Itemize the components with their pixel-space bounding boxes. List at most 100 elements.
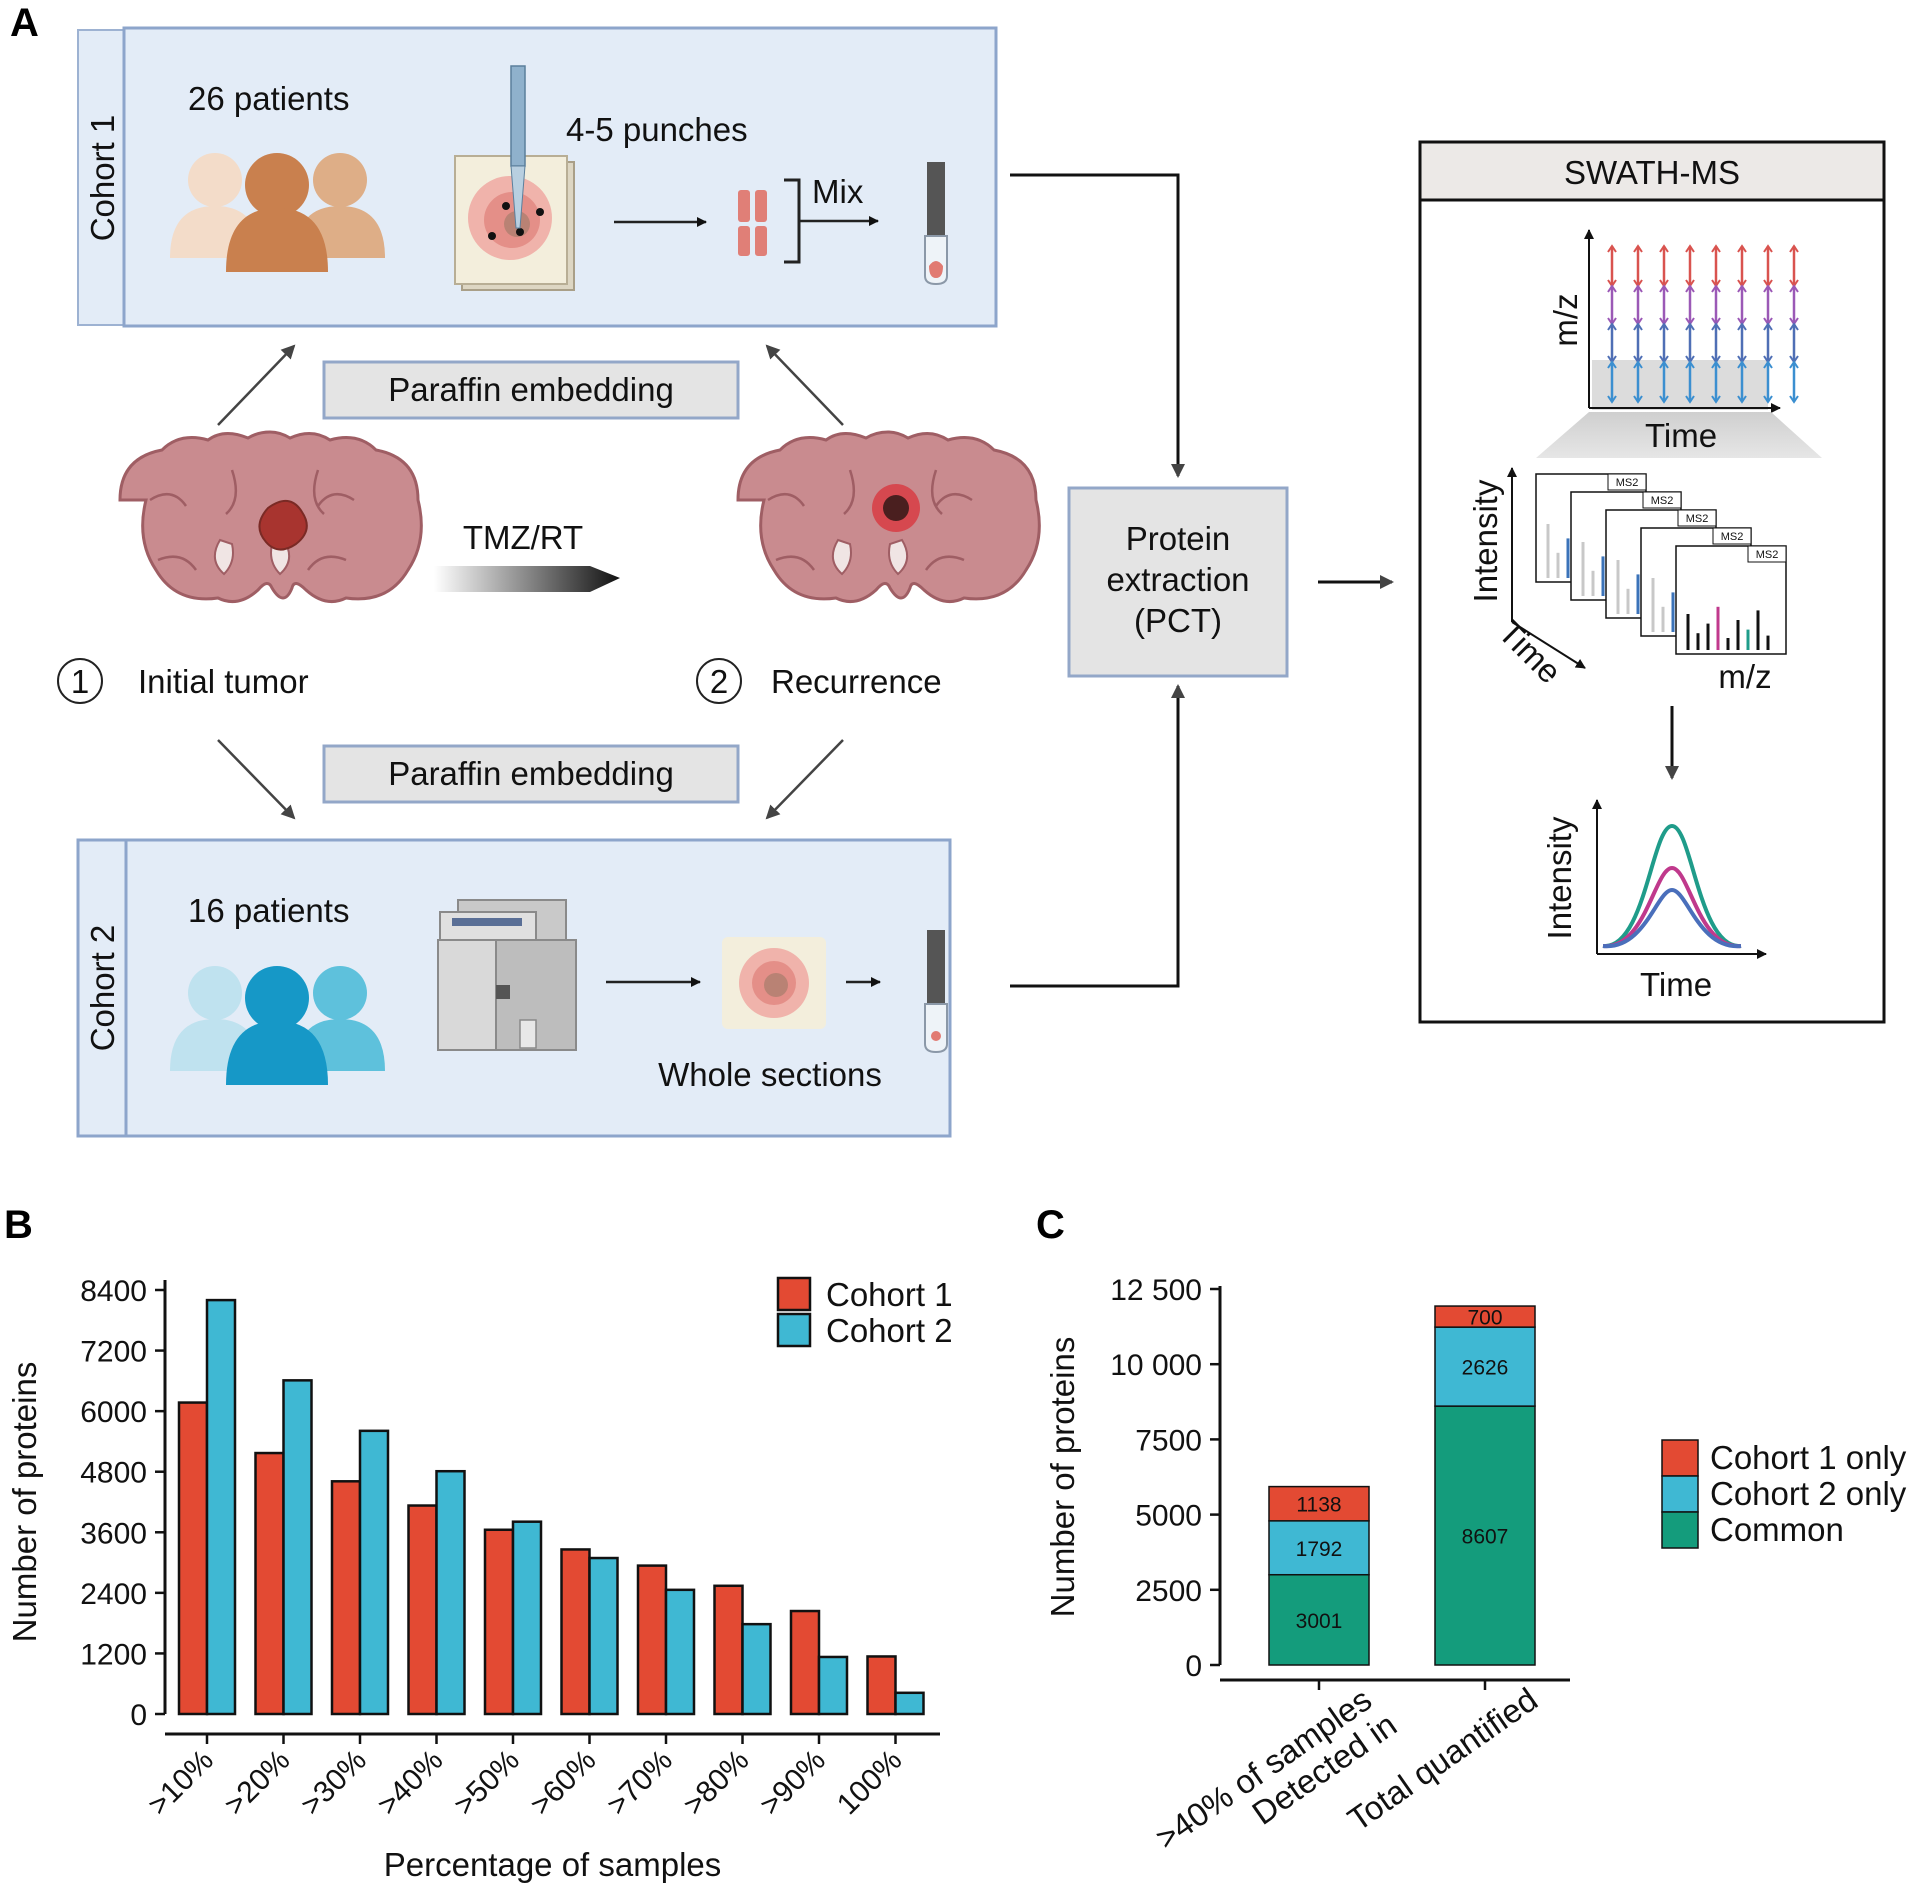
swath-mz-label: m/z [1547,293,1584,346]
chart-c-segment-label: 2626 [1462,1357,1509,1380]
cohort1-box: Cohort 1 26 patients 4-5 punches [77,26,998,328]
chart-b-x-tick-label: >30% [295,1744,373,1822]
swath-arrowhead [1789,395,1799,404]
chart-c-bar-segment [1434,1405,1536,1666]
chart-b-y-tick-label: 4800 [80,1457,147,1490]
chart-b-x-tick-label: 100% [831,1744,909,1822]
chart-c-legend-swatch [1661,1439,1699,1477]
swath-title: SWATH-MS [1564,154,1740,191]
chart-b-bar [560,1548,591,1716]
cohort2-patients: 16 patients [188,892,349,929]
cohort1-side-label: Cohort 1 [84,115,121,242]
microtome-icon [437,899,577,1051]
chart-c-legend-label: Cohort 2 only [1710,1475,1907,1512]
swath-arrowhead [1711,360,1721,369]
chart-c-y-tick-label: 10 000 [1110,1349,1202,1382]
ms2-tab [1712,527,1752,545]
swath-arrowhead [1607,284,1617,293]
chart-c-y-tick-label: 5000 [1135,1500,1202,1533]
chart-c-bar-segment [1434,1305,1536,1328]
swath-arrowhead [1607,322,1617,331]
chart-b-x-tick-label: >10% [142,1744,220,1822]
swath-window-plot: m/z Time [1536,229,1822,458]
mix-label: Mix [812,173,864,210]
ms2-tab [1607,473,1647,491]
swath-arrowhead [1659,395,1669,404]
ms2-tab-label: MS2 [1756,549,1779,561]
chart-b-bar [789,1609,821,1716]
swath-arrowhead [1633,360,1643,369]
chart-b-x-tick-label: >20% [218,1744,296,1822]
panel-a-letter: A [10,1,39,45]
people-icon-cohort1 [170,153,385,272]
paraffin-top-label: Paraffin embedding [388,371,674,408]
swath-arrowhead [1607,360,1617,369]
chart-b-x-tick-label: >40% [371,1744,449,1822]
chart-b-bar [254,1451,285,1716]
chart-b-bar [282,1379,313,1716]
swath-arrowhead [1711,284,1721,293]
xic-intensity-label: Intensity [1541,816,1578,939]
swath-arrowhead [1685,244,1695,253]
chart-b-bar [483,1528,515,1716]
chart-b-bar [358,1429,390,1716]
chart-b: 01200240036004800600072008400>10%>20%>30… [6,1275,953,1883]
chart-c-y-tick-label: 2500 [1135,1575,1202,1608]
chart-c-y-tick-label: 7500 [1135,1424,1202,1457]
chart-b-bar [511,1520,543,1716]
chart-b-x-tick-label: >80% [677,1744,755,1822]
chart-b-bar [713,1584,744,1716]
chart-b-bar [636,1564,668,1716]
chart-c-bar-segment [1268,1573,1370,1666]
chart-b-bar [330,1480,362,1716]
chart-b-legend-swatch [776,1312,812,1348]
swath-arrowhead [1633,395,1643,404]
swath-arrowhead [1659,244,1669,253]
chart-c-legend-swatch [1661,1475,1699,1513]
swath-arrowhead [1633,284,1643,293]
chart-c-segment-label: 8607 [1462,1526,1509,1549]
tube-icon-cohort1 [924,162,948,286]
xic-time-label: Time [1640,966,1712,1003]
chart-b-legend-label: Cohort 1 [826,1276,953,1313]
chart-c-bar-segment [1434,1326,1536,1407]
chart-c-y-tick-label: 0 [1185,1650,1202,1683]
panel-c-letter: C [1036,1203,1065,1247]
panel-b-letter: B [4,1203,33,1247]
paraffin-top-box: Paraffin embedding [322,360,740,420]
swath-arrowhead [1737,322,1747,331]
chart-b-x-tick-label: >90% [754,1744,832,1822]
ms2-tab-label: MS2 [1651,495,1674,507]
recurrence-marker: 2 [696,658,742,704]
brain-recurrence-icon [736,430,1041,604]
chart-b-bar [894,1691,925,1716]
chart-b-bar [817,1655,849,1716]
swath-arrowhead [1763,322,1773,331]
extraction-line2: extraction [1106,561,1249,598]
cohort1-patients: 26 patients [188,80,349,117]
chart-c-segment-label: 1138 [1296,1494,1341,1517]
chart-b-bar [177,1401,209,1716]
ms2-tab-label: MS2 [1616,477,1639,489]
initial-marker: 1 [57,658,103,704]
recurrence-label: Recurrence [771,663,942,700]
treatment-arrow [434,566,620,592]
chart-b-legend-swatch [776,1276,812,1312]
chart-b-x-tick-label: >70% [601,1744,679,1822]
tissue-punch-icon [454,65,575,291]
chart-b-ylabel: Number of proteins [6,1362,43,1643]
people-icon-cohort2 [170,966,385,1085]
chart-c-legend-label: Common [1710,1511,1844,1548]
swath-arrowhead [1737,284,1747,293]
chart-b-legend-label: Cohort 2 [826,1312,953,1349]
punch-cores-icon [738,190,767,256]
swath-arrowhead [1763,360,1773,369]
ms2-tab [1747,545,1787,563]
swath-arrowhead [1711,244,1721,253]
chart-b-y-tick-label: 7200 [80,1336,147,1369]
chart-b-bar [866,1655,897,1716]
ms2-tab [1642,491,1682,509]
chart-b-x-tick-label: >50% [448,1744,526,1822]
